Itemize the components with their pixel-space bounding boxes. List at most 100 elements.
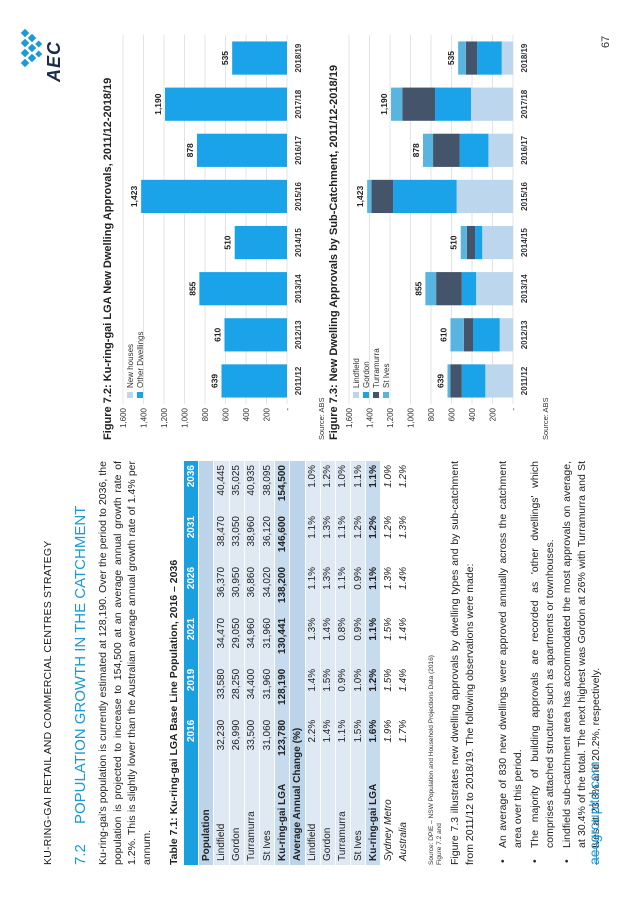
bar: [465, 41, 478, 75]
legend-swatch: [363, 392, 369, 398]
y-tick-label: 1,000: [407, 407, 416, 428]
legend-label: Lindfield: [352, 358, 361, 388]
cell: 1.0%: [335, 461, 351, 512]
header-cell: 2036: [184, 461, 199, 512]
cell: 1.6%: [365, 715, 381, 767]
cell: Ku-ring-gai LGA: [365, 766, 381, 865]
cell: 128,190: [274, 664, 290, 716]
bar: [371, 179, 394, 214]
data-label: 855: [187, 281, 197, 295]
data-label: 1,190: [379, 93, 389, 115]
bar: [460, 225, 467, 260]
header-cell: 2019: [184, 664, 199, 716]
footer-divider: [596, 841, 597, 865]
bar: [436, 272, 462, 306]
group-row: Average Annual Change (%): [289, 461, 305, 865]
cell: Lindfield: [213, 766, 230, 865]
cell: Gordon: [229, 766, 245, 865]
bar: [423, 133, 434, 167]
group-row: Population: [198, 461, 214, 865]
x-tick-label: 2015/16: [294, 181, 303, 210]
x-tick-label: 2012/13: [294, 320, 303, 349]
cell: 1.3%: [380, 562, 397, 614]
bar: [475, 225, 483, 260]
cell: 1.1%: [335, 715, 351, 767]
data-label: 1,190: [153, 93, 163, 115]
cell: 34,400: [244, 664, 260, 716]
cell: 28,250: [229, 664, 245, 716]
bar: [433, 133, 460, 167]
cell: 1.4%: [396, 562, 412, 614]
table-caption: Table 7.1: Ku-ring-gai LGA Base Line Pop…: [168, 559, 180, 865]
y-tick-label: 800: [201, 407, 210, 421]
cell: 1.3%: [396, 512, 412, 563]
x-tick-label: 2016/17: [294, 135, 303, 164]
x-tick-label: 2014/15: [520, 228, 529, 257]
x-tick-label: 2018/19: [520, 43, 529, 72]
bar: [470, 87, 514, 121]
data-label: 878: [411, 143, 421, 157]
cell: 1.4%: [320, 715, 336, 767]
legend-swatch: [137, 392, 143, 398]
x-tick-label: 2011/12: [520, 366, 529, 395]
cell: 38,470: [213, 512, 230, 563]
x-tick-label: 2017/18: [294, 89, 303, 118]
cell: Turramurra: [335, 766, 351, 865]
cell: Australia: [396, 766, 412, 865]
cell: 32,230: [213, 715, 230, 767]
data-label: 855: [413, 281, 423, 295]
legend-label: New houses: [126, 344, 135, 388]
cell: 1.9%: [380, 715, 397, 767]
cell: 1.5%: [380, 664, 397, 716]
bar: [402, 87, 436, 121]
cell: 40,935: [244, 461, 260, 512]
cell: 33,050: [229, 512, 245, 563]
cell: 1.1%: [365, 562, 381, 614]
bar: [459, 133, 489, 167]
cell: 1.7%: [396, 715, 412, 767]
cell: 31,960: [259, 664, 275, 716]
bar: [476, 272, 514, 306]
bar: [450, 318, 464, 352]
legend-label: Gordon: [362, 361, 371, 388]
data-label: 1,423: [355, 186, 365, 208]
legend-label: St Ives: [382, 364, 391, 388]
header-cell: 2026: [184, 562, 199, 614]
cell: St Ives: [259, 766, 275, 865]
y-tick-label: 1,000: [181, 407, 190, 428]
footer-website[interactable]: aecgroupltd.com: [586, 761, 602, 865]
cell: 1.0%: [305, 461, 321, 512]
cell: Turramurra: [244, 766, 260, 865]
bar: [165, 87, 287, 121]
y-tick-label: 400: [468, 407, 477, 421]
cell: 1.2%: [350, 512, 366, 563]
bar: [447, 364, 451, 398]
bar: [473, 318, 500, 352]
data-label: 510: [449, 235, 459, 249]
cell: 38,095: [259, 461, 275, 512]
page-number: 67: [600, 35, 612, 48]
cell: 33,580: [213, 664, 230, 716]
group-label: Average Annual Change (%): [289, 461, 305, 865]
header-cell: 2031: [184, 512, 199, 563]
list-item: The majority of building approvals are r…: [528, 461, 557, 865]
cell: 1.5%: [380, 613, 397, 665]
cell: 36,120: [259, 512, 275, 563]
bar: [197, 133, 287, 167]
aec-logo-icon: [20, 28, 43, 68]
x-tick-label: 2018/19: [294, 43, 303, 72]
y-tick-label: 1,400: [140, 407, 149, 428]
cell: Lindfield: [305, 766, 321, 865]
cell: 1.2%: [320, 461, 336, 512]
cell: 34,470: [213, 613, 230, 665]
cell: 34,960: [244, 613, 260, 665]
cell: 40,445: [213, 461, 230, 512]
cell: 36,370: [213, 562, 230, 614]
